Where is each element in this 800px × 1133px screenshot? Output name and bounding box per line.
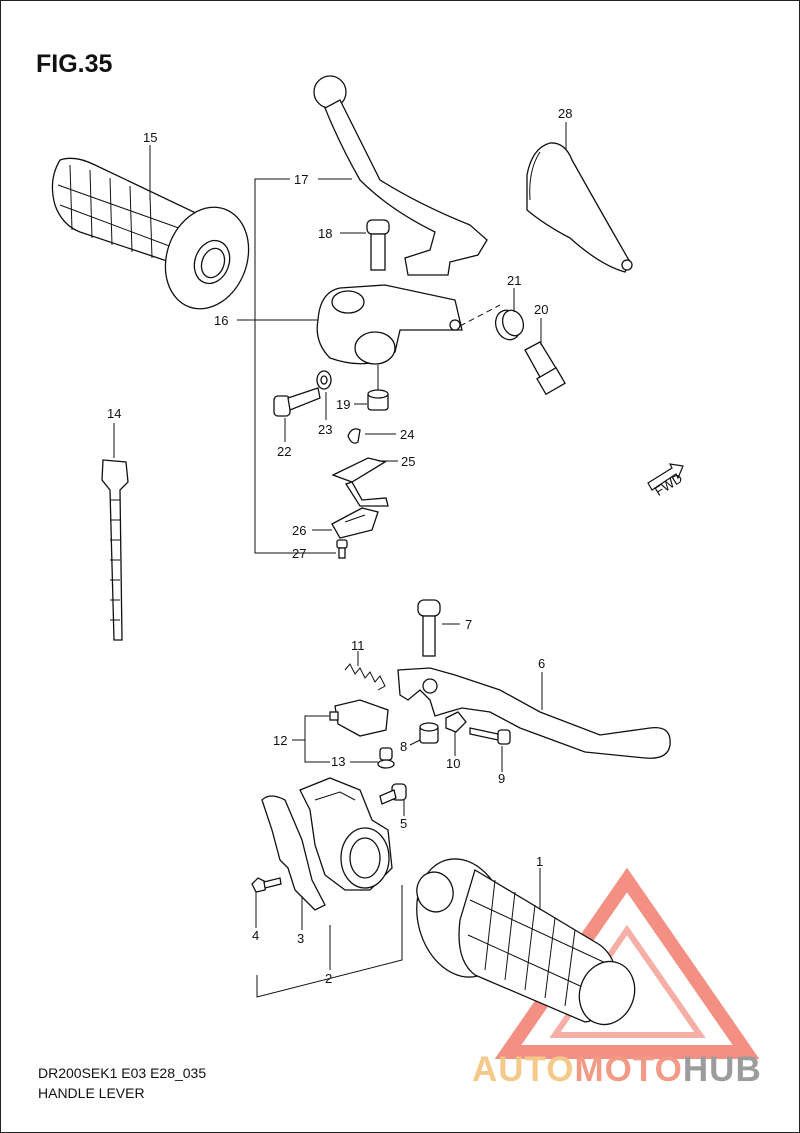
part-14-cable-tie <box>101 459 129 641</box>
part-11-spring <box>344 663 386 691</box>
part-22-pivot-bolt <box>273 387 321 417</box>
callout-14: 14 <box>107 406 121 421</box>
callout-19: 19 <box>336 397 350 412</box>
callout-4: 4 <box>252 928 259 943</box>
callout-11: 11 <box>351 638 365 653</box>
callout-5: 5 <box>400 816 407 831</box>
callout-27: 27 <box>292 546 306 561</box>
diagram-code: DR200SEK1 E03 E28_035 <box>38 1065 207 1081</box>
callout-9: 9 <box>498 771 505 786</box>
part-18-bolt <box>366 219 390 271</box>
watermark-part-3: HUB <box>682 1050 762 1089</box>
callout-21: 21 <box>507 273 521 288</box>
callout-12: 12 <box>273 733 287 748</box>
callout-10: 10 <box>446 756 460 771</box>
part-24-clip <box>347 428 361 444</box>
part-3-cover <box>261 795 326 911</box>
watermark-part-2: MOTO <box>574 1050 683 1089</box>
part-20-adjuster-bolt <box>524 341 566 396</box>
callout-22: 22 <box>277 444 291 459</box>
callout-25: 25 <box>401 454 415 469</box>
part-19-nut <box>367 389 389 411</box>
part-1-grip <box>416 858 636 1026</box>
callout-13: 13 <box>331 754 345 769</box>
part-10-nut <box>445 711 467 733</box>
callout-24: 24 <box>400 427 414 442</box>
callout-16: 16 <box>214 313 228 328</box>
watermark-part-1: AUTO <box>472 1050 575 1089</box>
part-8-nut <box>419 722 439 744</box>
callout-2: 2 <box>325 971 332 986</box>
callout-15: 15 <box>143 130 157 145</box>
part-2-holder <box>299 777 393 891</box>
part-17-clutch-lever <box>313 75 488 276</box>
callout-18: 18 <box>318 226 332 241</box>
part-13-screw <box>377 747 395 769</box>
part-21-adjuster-nut <box>494 309 525 341</box>
part-12-switch <box>329 699 389 737</box>
diagram-name: HANDLE LEVER <box>38 1085 145 1101</box>
callout-labels: 1 2 3 4 5 6 7 8 9 10 11 12 13 14 15 16 1… <box>107 106 572 986</box>
part-15-grip <box>51 157 250 310</box>
part-26-switch <box>331 507 379 539</box>
part-27-screw <box>336 539 348 559</box>
fwd-arrow-icon: FWD <box>647 463 685 499</box>
callout-3: 3 <box>297 931 304 946</box>
callout-23: 23 <box>318 422 332 437</box>
part-4-screw <box>251 877 282 893</box>
callout-6: 6 <box>538 656 545 671</box>
part-23-washer <box>316 370 332 390</box>
part-5-bolt <box>379 783 407 805</box>
callout-20: 20 <box>534 302 548 317</box>
callout-26: 26 <box>292 523 306 538</box>
callout-17: 17 <box>294 172 308 187</box>
part-16-lever-holder <box>316 284 463 365</box>
part-25-plate <box>331 457 389 507</box>
watermark-text: AUTOMOTOHUB <box>472 1050 762 1090</box>
part-7-pivot-bolt <box>417 599 441 657</box>
figure-title: FIG.35 <box>36 50 113 78</box>
callout-28: 28 <box>558 106 572 121</box>
callout-1: 1 <box>536 854 543 869</box>
callout-8: 8 <box>400 739 407 754</box>
part-9-screw <box>469 727 511 745</box>
fwd-label: FWD <box>652 470 685 498</box>
part-6-brake-lever <box>397 667 671 759</box>
part-28-cover <box>526 142 633 273</box>
callout-7: 7 <box>465 617 472 632</box>
